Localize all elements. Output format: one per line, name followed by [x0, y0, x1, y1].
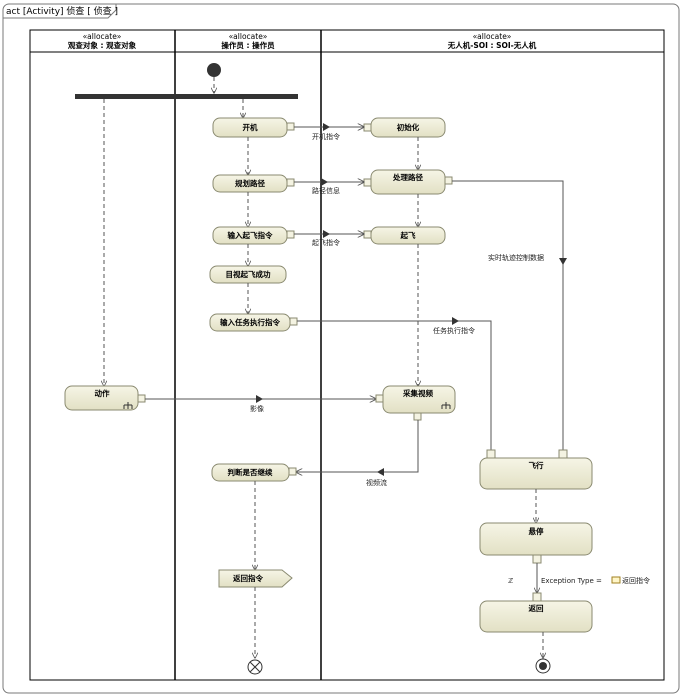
- lane-stereotype: «allocate»: [473, 32, 512, 41]
- lane-stereotype: «allocate»: [229, 32, 268, 41]
- flow-direction-marker: [321, 178, 328, 186]
- initial-node[interactable]: [207, 63, 221, 77]
- action-visual-confirm[interactable]: 目视起飞成功: [209, 265, 287, 284]
- svg-text:返回: 返回: [529, 603, 544, 613]
- svg-text:采集视频: 采集视频: [402, 388, 433, 398]
- action-input-task[interactable]: 输入任务执行指令: [209, 313, 298, 332]
- svg-text:返回指令: 返回指令: [622, 576, 650, 585]
- action-capture-video[interactable]: 采集视频: [375, 385, 456, 421]
- action-plan-path[interactable]: 规划路径: [212, 174, 295, 193]
- signal-icon: [611, 576, 621, 584]
- call-behavior-icon: [441, 402, 451, 409]
- svg-text:悬停: 悬停: [528, 526, 544, 536]
- object-flow: [296, 420, 419, 472]
- activity-final-node[interactable]: [535, 658, 551, 674]
- action-input-takeoff[interactable]: 输入起飞指令: [212, 226, 295, 245]
- edge-label: 任务执行指令: [433, 326, 475, 335]
- svg-text:初始化: 初始化: [397, 122, 420, 132]
- edge-label: 起飞指令: [312, 238, 340, 247]
- edge-label: 实时轨迹控制数据: [488, 253, 544, 262]
- svg-text:开机: 开机: [243, 122, 258, 132]
- edge-label: 路径信息: [312, 186, 340, 195]
- flow-direction-marker: [559, 258, 567, 265]
- action-process-path[interactable]: 处理路径: [363, 169, 453, 195]
- flow-direction-marker: [452, 317, 459, 325]
- lane-name: 观查对象 : 观查对象: [68, 40, 137, 50]
- svg-text:Exception Type =: Exception Type =: [541, 577, 602, 585]
- lane-header-observed: «allocate» 观查对象 : 观查对象: [68, 32, 137, 50]
- action-hover[interactable]: 悬停: [479, 522, 593, 564]
- svg-text:规划路径: 规划路径: [235, 178, 265, 188]
- edge-label: 开机指令: [312, 132, 340, 141]
- svg-text:判断是否继续: 判断是否继续: [228, 467, 273, 477]
- fork-bar[interactable]: [75, 94, 298, 99]
- svg-text:返回指令: 返回指令: [233, 573, 263, 583]
- action-motion[interactable]: 动作: [64, 385, 146, 411]
- send-signal-return[interactable]: 返回指令: [218, 569, 293, 588]
- action-judge-continue[interactable]: 判断是否继续: [211, 463, 297, 482]
- interrupt-marker: ℤ: [508, 577, 513, 585]
- diagram-frame: act [Activity] 侦查 [ 侦查 ]: [2, 3, 680, 694]
- partition-grid: [29, 29, 665, 681]
- object-flow: [452, 180, 563, 456]
- action-return[interactable]: 返回: [479, 592, 593, 633]
- flow-direction-marker: [323, 123, 330, 131]
- exception-label: Exception Type = 返回指令: [541, 576, 650, 585]
- action-initialize[interactable]: 初始化: [363, 117, 446, 138]
- frame-title: act [Activity] 侦查 [ 侦查 ]: [6, 5, 118, 17]
- lane-stereotype: «allocate»: [83, 32, 122, 41]
- lane-header-drone: «allocate» 无人机-SOI : SOI-无人机: [447, 32, 537, 50]
- svg-text:输入起飞指令: 输入起飞指令: [228, 230, 273, 240]
- action-fly[interactable]: 飞行: [479, 449, 593, 490]
- object-flow: [297, 320, 491, 456]
- svg-text:目视起飞成功: 目视起飞成功: [226, 269, 271, 279]
- lane-name: 操作员 : 操作员: [221, 40, 275, 50]
- edge-label: 视频流: [366, 478, 387, 487]
- action-power-on[interactable]: 开机: [212, 117, 295, 138]
- flow-direction-marker: [256, 395, 263, 403]
- svg-text:飞行: 飞行: [529, 460, 544, 470]
- action-takeoff[interactable]: 起飞: [363, 226, 446, 245]
- flow-final-node[interactable]: [247, 659, 263, 675]
- flow-direction-marker: [323, 230, 330, 238]
- flow-direction-marker: [377, 468, 384, 476]
- call-behavior-icon: [123, 402, 133, 409]
- lane-header-operator: «allocate» 操作员 : 操作员: [221, 32, 275, 50]
- svg-text:处理路径: 处理路径: [392, 172, 423, 182]
- svg-text:起飞: 起飞: [400, 230, 416, 240]
- edge-label: 影像: [250, 404, 264, 413]
- svg-text:输入任务执行指令: 输入任务执行指令: [220, 317, 280, 327]
- svg-text:动作: 动作: [95, 388, 110, 398]
- lane-name: 无人机-SOI : SOI-无人机: [447, 40, 537, 50]
